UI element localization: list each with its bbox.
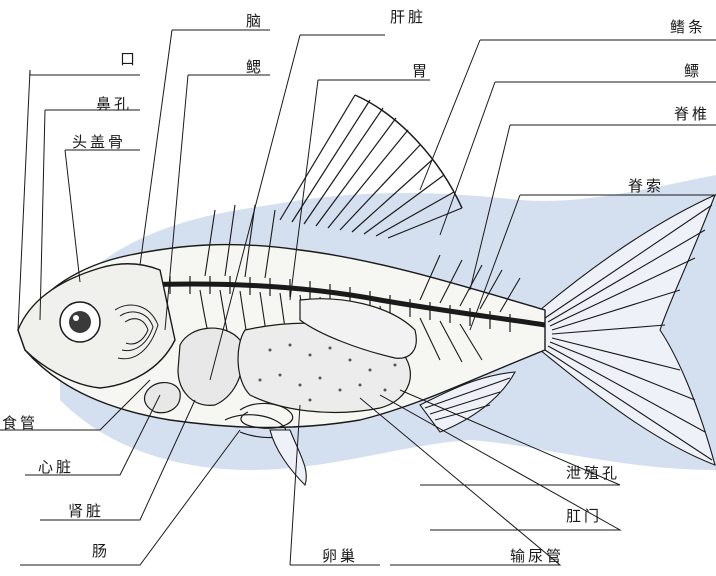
- label-esophagus: 食管: [2, 412, 38, 433]
- heart: [144, 383, 180, 413]
- label-ureter: 输尿管: [510, 545, 564, 566]
- label-mouth: 口: [120, 48, 138, 69]
- label-ovary: 卵巢: [322, 545, 358, 566]
- label-gill: 鳃: [246, 56, 264, 77]
- label-nostril: 鼻孔: [96, 93, 132, 114]
- label-scales: 鳔: [684, 60, 702, 81]
- label-urogenital: 泄殖孔: [566, 462, 620, 483]
- label-kidney: 肾脏: [68, 500, 104, 521]
- label-stomach: 胃: [412, 60, 430, 81]
- label-fin-rays: 鳍条: [670, 16, 706, 37]
- label-skull: 头盖骨: [72, 131, 126, 152]
- label-liver: 肝脏: [390, 6, 426, 27]
- label-anus: 肛门: [566, 505, 602, 526]
- label-intestine: 肠: [92, 540, 110, 561]
- label-notochord: 脊索: [628, 175, 664, 196]
- label-vertebrae: 脊椎: [674, 103, 710, 124]
- label-heart: 心脏: [38, 456, 74, 477]
- label-brain: 脑: [246, 10, 264, 31]
